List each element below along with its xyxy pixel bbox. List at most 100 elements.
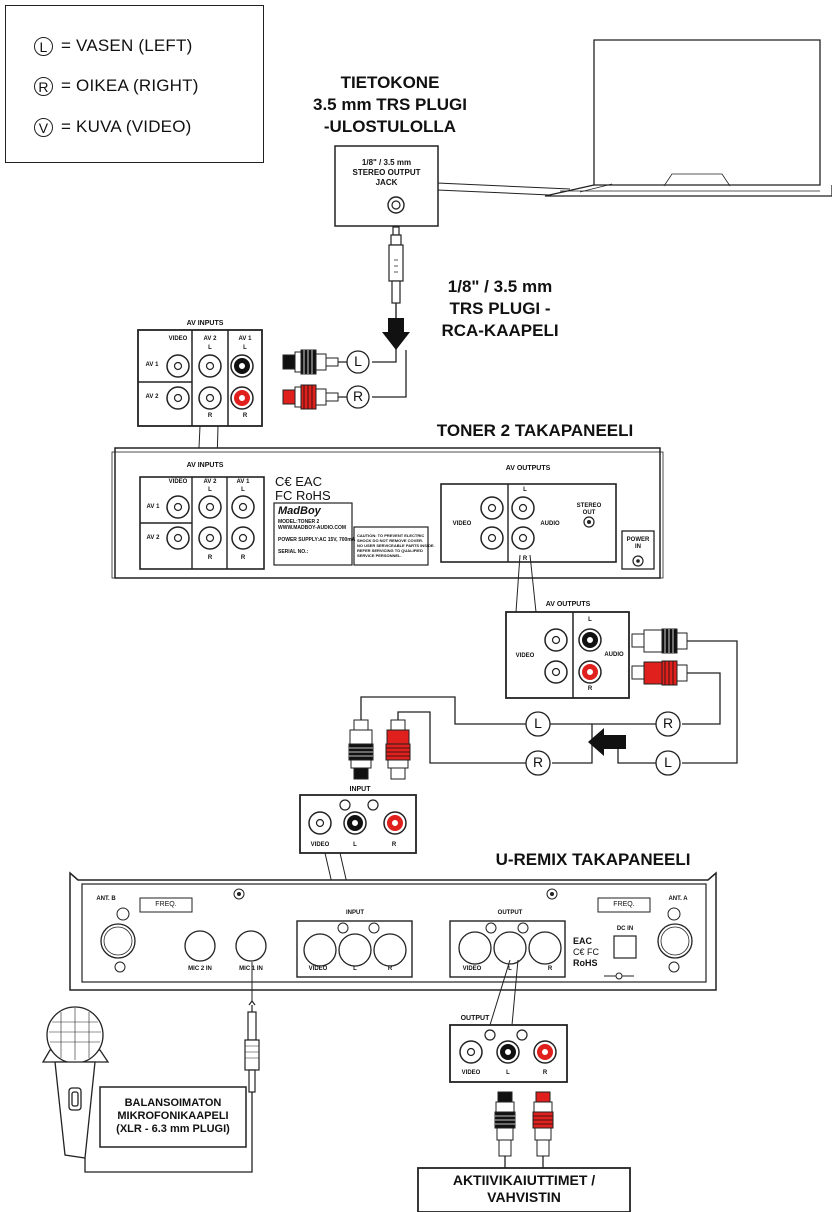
marker-l-mid-right: L [664,754,672,770]
input-zoom-panel [299,794,417,854]
laptop-icon [544,39,832,197]
output-zoom-panel [449,1024,568,1083]
rca-plug-red-icon [631,660,688,686]
mic-cable-label-box [99,1086,247,1148]
input-r-label: R [391,842,397,848]
rca-plug-red-icon [385,719,411,780]
remix-cert-3: RoHS [573,958,598,968]
jack-label-line2: STEREO OUTPUT [352,168,421,177]
left-arrow-icon [588,728,626,756]
toner-caution: CAUTION: TO PREVENT ELECTRIC SHOCK DO NO… [357,533,435,558]
remix-input-r: R [387,966,393,972]
ant-b-label: ANT. B [96,896,116,902]
toner-av-inputs-label: AV INPUTS [186,462,224,469]
av2-l-label: L [208,345,212,351]
stereo-out-line1: STEREO [576,503,602,509]
toner-av2-row: AV 2 [146,535,160,541]
computer-title: TIETOKONE 3.5 mm TRS PLUGI -ULOSTULOLLA [310,72,470,138]
output-l-label: L [506,1070,510,1076]
av2-row-label: AV 2 [145,394,159,400]
microphone-icon [41,1006,110,1159]
ant-a-label: ANT. A [668,896,688,902]
input-l-label: L [353,842,357,848]
mic-cable-line3: (XLR - 6.3 mm PLUGI) [116,1123,230,1135]
speakers-line1: AKTIIVIKAIUTTIMET / [452,1172,596,1188]
cable1-label: 1/8" / 3.5 mm TRS PLUGI - RCA-KAAPELI [420,276,580,342]
cable1-line2: TRS PLUGI - [449,299,551,318]
av2-r-label: R [207,413,213,419]
trs-plug-icon [388,226,404,304]
av-outputs-zoom-panel [505,611,630,699]
av1-label: AV 1 [238,336,252,342]
remix-cert-2: C€ FC [573,947,600,957]
cable1-line3: RCA-KAAPELI [441,321,559,340]
toner-heading: TONER 2 TAKAPANEELI [436,421,634,440]
stereo-output-jack-icon [387,196,405,214]
toner-av1-row: AV 1 [146,504,160,510]
power-line2: IN [635,544,641,550]
caution-line5: SERVICE PERSONNEL. [357,553,402,558]
remix-heading: U-REMIX TAKAPANEELI [495,850,691,869]
remix-input-l: L [353,966,357,972]
toner-cert-line1: C€ EAC [275,474,322,489]
remix-output-l: L [508,966,512,972]
legend: L = VASEN (LEFT) R = OIKEA (RIGHT) V = K… [5,5,264,163]
marker-l: L [354,353,362,369]
legend-video: V = KUVA (VIDEO) [34,117,192,137]
rca-plug-black-icon [631,628,688,654]
freq-a-label: FREQ. [613,901,635,908]
video-symbol-icon: V [34,117,53,137]
caution-line3: NO USER SERVICEABLE PARTS INSIDE. [357,543,435,548]
right-symbol-icon: R [34,76,53,96]
marker-r: R [352,388,364,404]
toner-out-l: L [523,487,527,493]
toner-av1-r: R [240,555,246,561]
cable1-line1: 1/8" / 3.5 mm [447,277,553,296]
mic-cable-line2: MIKROFONIKAAPELI [117,1110,229,1122]
zoom-av-outputs-label: AV OUTPUTS [545,601,591,608]
zoom-out-video: VIDEO [515,653,535,659]
left-symbol-icon: L [34,36,53,56]
down-arrow-icon [382,318,410,350]
av1-row-label: AV 1 [145,362,159,368]
toner-out-audio: AUDIO [540,521,560,527]
remix-output-video: VIDEO [462,966,482,972]
rca-plug-black-icon [348,719,374,780]
stereo-out-label: STEREO OUT [573,503,605,517]
toner-av1-label: AV 1 [236,479,250,485]
input-video-label: VIDEO [310,842,330,848]
jack-label-line1: 1/8" / 3.5 mm [361,158,412,167]
av2-label: AV 2 [203,336,217,342]
marker-l-mid-left: L [534,715,542,731]
power-in-label: POWER IN [622,537,654,551]
remix-output-r: R [547,966,553,972]
jack-label-line3: JACK [375,178,398,187]
computer-title-line1: TIETOKONE [340,73,440,92]
output-r-label: R [542,1070,548,1076]
av-inputs-label: AV INPUTS [186,320,224,327]
caution-line2: SHOCK DO NOT REMOVE COVER. [357,538,424,543]
quarter-inch-plug-icon [244,1000,260,1093]
remix-cert-1: EAC [573,936,593,946]
remix-input-label: INPUT [346,910,364,916]
output-video-label: VIDEO [461,1070,481,1076]
rca-plug-black-icon [494,1091,516,1157]
computer-jack-box [334,145,439,227]
zoom-out-audio: AUDIO [604,652,624,658]
av1-l-label: L [243,345,247,351]
input-label: INPUT [349,786,371,793]
toner-out-r: R [522,556,528,562]
legend-right: R = OIKEA (RIGHT) [34,76,199,96]
toner-serial: SERIAL NO.: [278,549,309,555]
computer-jack-label: 1/8" / 3.5 mm STEREO OUTPUT JACK [335,158,438,188]
rca-plug-red-icon [282,384,339,410]
marker-r-mid-right: R [662,715,674,731]
toner-video-label: VIDEO [168,479,188,485]
speakers-label: AKTIIVIKAIUTTIMET / VAHVISTIN [418,1172,630,1206]
video-label: VIDEO [168,336,188,342]
mic1-label: MIC 1 IN [239,966,263,972]
toner-av2-l: L [208,487,212,493]
brand-logo: MadBoy [278,505,321,517]
speakers-box [417,1167,631,1212]
